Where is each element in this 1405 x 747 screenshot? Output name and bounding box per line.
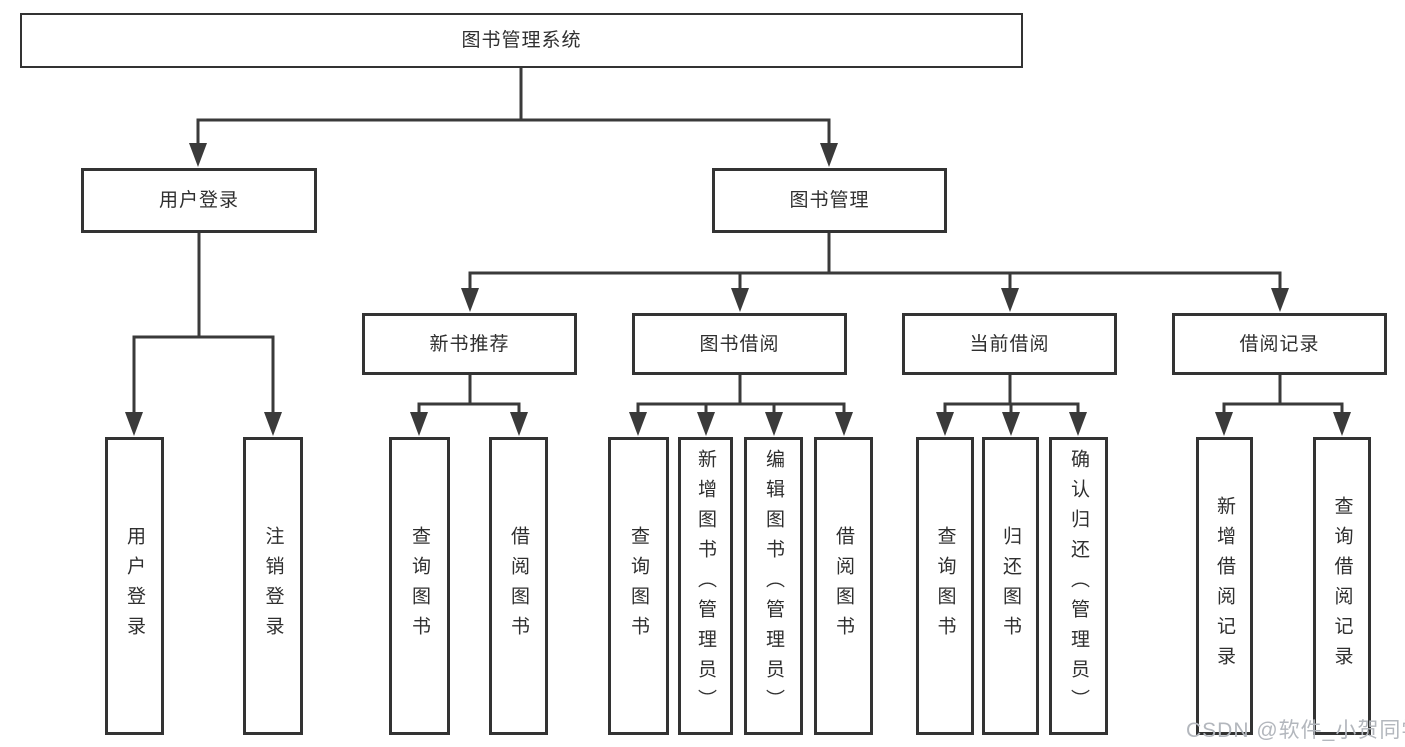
node-book-mgmt: 图书管理 <box>712 168 947 233</box>
leaf-cb-confirm-return: 确认归还（管理员） <box>1049 437 1108 735</box>
leaf-rec-borrow-book-label: 借阅图书 <box>508 526 529 646</box>
node-borrow-record: 借阅记录 <box>1172 313 1387 375</box>
leaf-cb-return-book: 归还图书 <box>982 437 1039 735</box>
node-root-label: 图书管理系统 <box>461 30 582 51</box>
leaf-br-query-record-label: 查询借阅记录 <box>1331 496 1353 676</box>
node-book-borrow-label: 图书借阅 <box>699 333 780 355</box>
leaf-bb-edit-book-label: 编辑图书（管理员） <box>763 449 784 719</box>
leaf-cb-query-book: 查询图书 <box>916 437 974 735</box>
leaf-cb-confirm-return-label: 确认归还（管理员） <box>1068 449 1089 719</box>
leaf-logout-label: 注销登录 <box>262 526 284 646</box>
leaf-logout: 注销登录 <box>243 437 303 735</box>
node-user-login-label: 用户登录 <box>158 190 239 211</box>
node-current-borrow-label: 当前借阅 <box>969 333 1050 355</box>
leaf-rec-query-book-label: 查询图书 <box>409 526 430 646</box>
leaf-bb-add-book-label: 新增图书（管理员） <box>695 449 716 719</box>
leaf-cb-query-book-label: 查询图书 <box>934 526 956 646</box>
leaf-rec-query-book: 查询图书 <box>389 437 450 735</box>
leaf-br-add-record-label: 新增借阅记录 <box>1214 496 1235 676</box>
leaf-bb-query-book-label: 查询图书 <box>628 526 649 646</box>
node-new-book-rec-label: 新书推荐 <box>429 333 510 355</box>
node-borrow-record-label: 借阅记录 <box>1239 333 1320 355</box>
leaf-bb-add-book: 新增图书（管理员） <box>678 437 733 735</box>
node-new-book-rec: 新书推荐 <box>362 313 577 375</box>
node-root: 图书管理系统 <box>20 13 1023 68</box>
leaf-cb-return-book-label: 归还图书 <box>1000 526 1021 646</box>
leaf-bb-edit-book: 编辑图书（管理员） <box>744 437 803 735</box>
leaf-bb-borrow-book: 借阅图书 <box>814 437 873 735</box>
leaf-rec-borrow-book: 借阅图书 <box>489 437 548 735</box>
leaf-user-login-label: 用户登录 <box>124 526 145 646</box>
leaf-br-query-record: 查询借阅记录 <box>1313 437 1371 735</box>
node-user-login: 用户登录 <box>81 168 317 233</box>
watermark: CSDN @软件_小贺同学 <box>1186 719 1405 742</box>
leaf-user-login: 用户登录 <box>105 437 164 735</box>
leaf-br-add-record: 新增借阅记录 <box>1196 437 1253 735</box>
leaf-bb-query-book: 查询图书 <box>608 437 669 735</box>
node-book-borrow: 图书借阅 <box>632 313 847 375</box>
node-book-mgmt-label: 图书管理 <box>789 190 870 211</box>
node-current-borrow: 当前借阅 <box>902 313 1117 375</box>
leaf-bb-borrow-book-label: 借阅图书 <box>833 526 854 646</box>
